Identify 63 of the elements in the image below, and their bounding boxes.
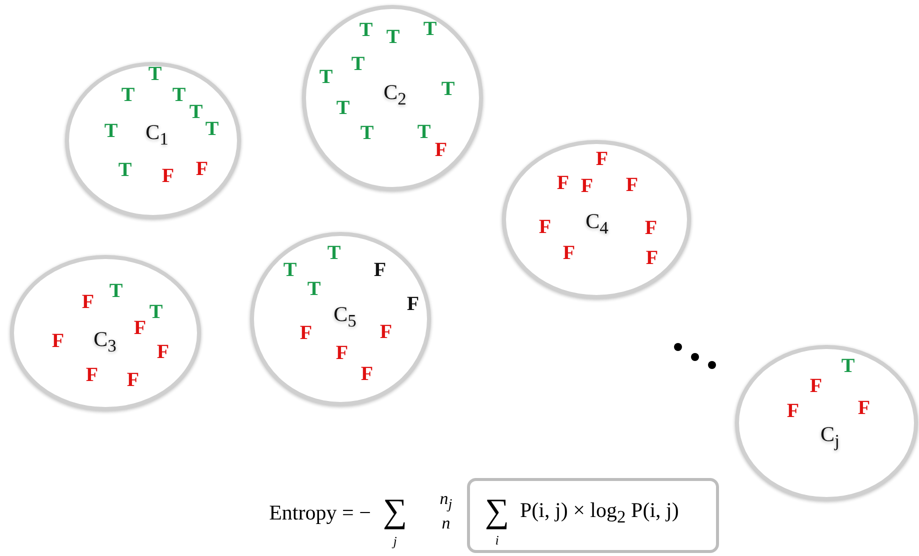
class-letter: T — [841, 356, 855, 376]
class-letter: T — [104, 121, 118, 141]
class-letter: T — [327, 243, 341, 263]
class-letter: F — [82, 292, 94, 312]
class-letter: F — [580, 176, 594, 196]
class-letter: F — [86, 365, 98, 385]
sum-symbol: ∑ — [484, 495, 510, 529]
class-letter: F — [162, 166, 174, 186]
class-letter: F — [360, 364, 374, 384]
class-letter: T — [386, 27, 400, 47]
class-letter: F — [134, 318, 146, 338]
sum-symbol: ∑ — [382, 495, 408, 529]
class-letter: T — [118, 160, 132, 180]
class-letter: F — [196, 159, 208, 179]
class-letter: T — [148, 64, 162, 84]
class-letter: T — [351, 54, 365, 74]
class-letter: F — [380, 322, 392, 342]
fraction-numerator: n$_{j}$ — [440, 490, 452, 512]
class-letter: T — [417, 122, 431, 142]
cluster-label: C$_{j}$ — [820, 424, 840, 450]
class-letter: F — [786, 401, 800, 421]
class-letter: T — [172, 85, 186, 105]
class-letter: F — [374, 260, 386, 280]
class-letter: F — [434, 140, 448, 160]
class-letter: T — [205, 119, 219, 139]
class-letter: F — [300, 323, 312, 343]
class-letter: F — [626, 175, 638, 195]
class-letter: T — [121, 85, 135, 105]
sum-index: i — [495, 534, 499, 546]
class-letter: T — [319, 67, 333, 87]
cluster-label: C$_{3}$ — [94, 329, 116, 355]
class-letter: F — [556, 173, 570, 193]
class-letter: F — [156, 342, 170, 362]
class-letter: F — [644, 218, 658, 238]
class-letter: F — [336, 343, 348, 363]
fraction-denominator: n — [442, 514, 450, 532]
class-letter: T — [307, 279, 321, 299]
class-letter: T — [360, 123, 374, 143]
class-letter: T — [441, 79, 455, 99]
class-letter: T — [359, 20, 373, 40]
class-letter: F — [52, 331, 64, 351]
sum-index: j — [393, 534, 397, 548]
cluster-label: C$_{4}$ — [586, 211, 608, 237]
class-letter: F — [126, 370, 140, 390]
class-letter: F — [596, 149, 608, 169]
class-letter: T — [189, 102, 203, 122]
highlight-box — [467, 478, 719, 553]
class-letter: T — [283, 260, 297, 280]
class-letter: F — [406, 294, 420, 314]
class-letter: T — [149, 302, 163, 322]
class-letter: F — [858, 398, 870, 418]
class-letter: F — [810, 376, 822, 396]
class-letter: F — [562, 243, 576, 263]
cluster-label: C$_{5}$ — [334, 304, 356, 330]
cluster-label: C$_{2}$ — [384, 82, 406, 108]
class-letter: F — [646, 248, 658, 268]
formula-text: Entropy = − — [269, 502, 371, 524]
class-letter: T — [336, 98, 350, 118]
cluster-label: C$_{1}$ — [146, 122, 168, 148]
formula-text: P(i, j) × log$_{2}$ P(i, j) — [520, 500, 679, 526]
class-letter: T — [423, 19, 437, 39]
class-letter: F — [538, 217, 552, 237]
class-letter: T — [109, 281, 123, 301]
